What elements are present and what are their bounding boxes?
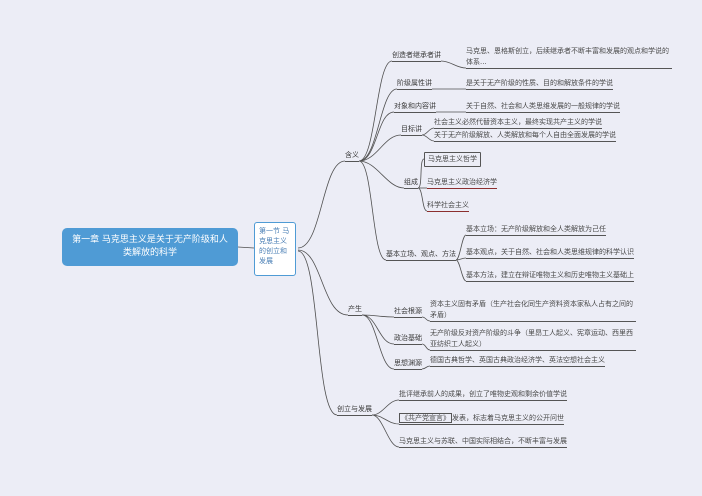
label-political-basis[interactable]: 政治基础 — [394, 333, 422, 345]
leaf-object-text[interactable]: 关于自然、社会和人类思维发展的一般规律的学说 — [466, 101, 620, 113]
leaf-creator-text[interactable]: 马克思、恩格斯创立，后续继承者不断丰富和发展的观点和学说的体系... — [466, 46, 672, 69]
manifesto-rest: 发表，标志着马克思主义的公开问世 — [452, 414, 564, 422]
leaf-development-1[interactable]: 批评继承前人的成果，创立了唯物史观和剩余价值学说 — [399, 389, 567, 401]
leaf-political-basis-text[interactable]: 无产阶级反对资产阶级的斗争（里昂工人起义、宪章运动、西里西亚纺织工人起义） — [430, 328, 636, 351]
leaf-thought-origin-text[interactable]: 德国古典哲学、英国古典政治经济学、英法空想社会主义 — [430, 355, 605, 367]
leaf-scientific-socialism[interactable]: 科学社会主义 — [427, 200, 469, 212]
label-basic[interactable]: 基本立场、观点、方法 — [386, 249, 456, 261]
label-creator[interactable]: 创造者继承者讲 — [392, 50, 441, 62]
leaf-philosophy[interactable]: 马克思主义哲学 — [424, 152, 481, 167]
label-compose[interactable]: 组成 — [404, 177, 418, 189]
branch-emergence[interactable]: 产生 — [348, 304, 362, 316]
section-topic[interactable]: 第一节 马克思主义的创立和发展 — [254, 222, 296, 276]
label-class-attr[interactable]: 阶级属性讲 — [397, 78, 432, 90]
leaf-goal-text-2[interactable]: 关于无产阶级解放、人类解放和每个人自由全面发展的学说 — [434, 130, 616, 142]
manifesto-box: 《共产党宣言》 — [399, 413, 452, 423]
leaf-development-2[interactable]: 《共产党宣言》发表，标志着马克思主义的公开问世 — [399, 413, 564, 425]
leaf-basic-viewpoint[interactable]: 基本观点，关于自然、社会和人类思维规律的科学认识 — [466, 247, 634, 259]
leaf-class-attr-text[interactable]: 是关于无产阶级的性质、目的和解放条件的学说 — [466, 78, 613, 90]
leaf-basic-stance[interactable]: 基本立场：无产阶级解放和全人类解放为己任 — [466, 224, 606, 236]
label-thought-origin[interactable]: 思想渊源 — [394, 358, 422, 370]
branch-meaning[interactable]: 含义 — [345, 150, 359, 162]
label-social-root[interactable]: 社会根源 — [394, 306, 422, 318]
branch-development[interactable]: 创立与发展 — [337, 404, 372, 416]
leaf-basic-method[interactable]: 基本方法，建立在辩证唯物主义和历史唯物主义基础上 — [466, 270, 634, 282]
root-topic[interactable]: 第一章 马克思主义是关于无产阶级和人类解放的科学 — [62, 228, 238, 266]
label-goal[interactable]: 目标讲 — [401, 124, 422, 136]
leaf-goal-text-1[interactable]: 社会主义必然代替资本主义，最终实现共产主义的学说 — [434, 117, 602, 129]
label-object[interactable]: 对象和内容讲 — [394, 101, 436, 113]
leaf-social-root-text[interactable]: 资本主义固有矛盾（生产社会化同生产资料资本家私人占有之间的矛盾） — [430, 299, 636, 322]
leaf-political-economy[interactable]: 马克思主义政治经济学 — [427, 177, 497, 189]
leaf-development-3[interactable]: 马克思主义与苏联、中国实际相结合，不断丰富与发展 — [399, 436, 567, 448]
